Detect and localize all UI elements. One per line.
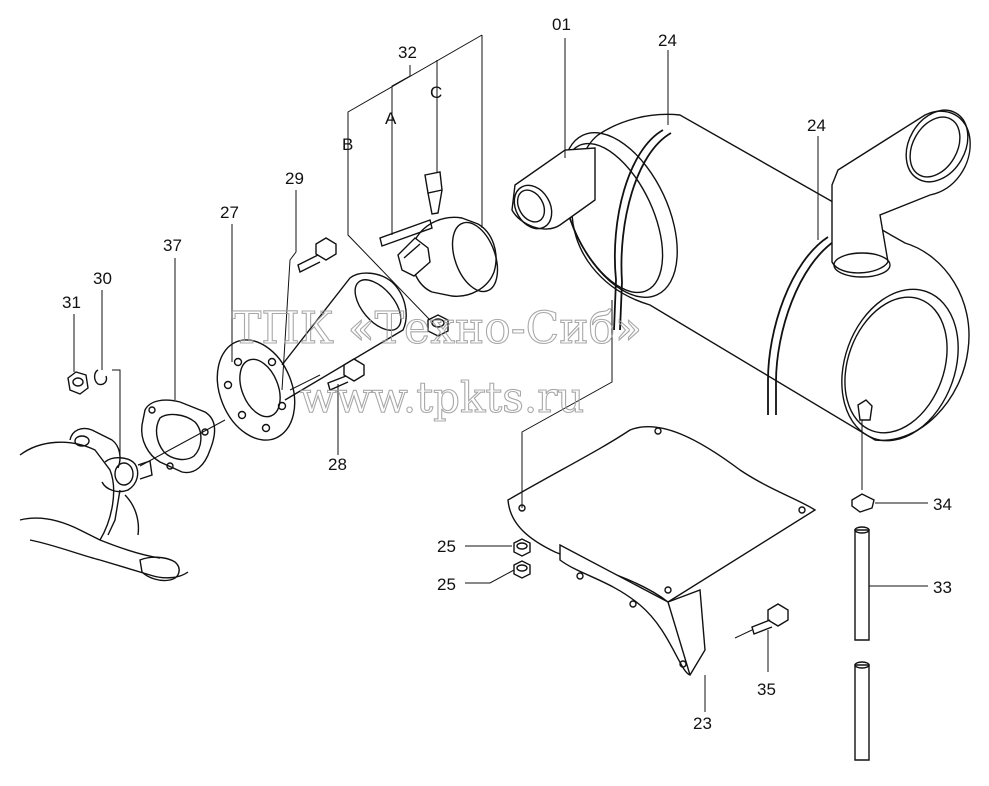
clamp-nut [427,314,449,337]
bolt-28 [327,358,365,391]
nut-25-upper [513,538,531,557]
label-25-upper: 25 [437,537,456,556]
label-33: 33 [933,578,952,597]
nut-31 [67,371,89,395]
label-28: 28 [328,455,347,474]
leader-lines [73,34,928,712]
flange-27 [216,339,296,441]
bolt-35 [751,603,789,635]
label-24-left: 24 [658,31,677,50]
muffler [511,109,971,442]
label-29: 29 [285,169,304,188]
label-37: 37 [163,236,182,255]
label-34: 34 [933,495,952,514]
clamp-32 [379,171,499,297]
bracket-23 [507,426,817,676]
label-B: B [342,135,353,154]
watermark-company: ТПК «Техно-Сиб» [232,303,642,354]
washer-30 [93,369,108,386]
label-C: C [430,83,442,102]
nut-25-lower [513,560,531,579]
turbocharger-outlet [19,427,189,582]
watermark-url: www.tpkts.ru [300,373,584,422]
label-32: 32 [398,43,417,62]
label-01: 01 [552,15,571,34]
label-A: A [385,109,397,128]
label-31: 31 [62,293,81,312]
exhaust-pipe [281,272,407,401]
label-25-lower: 25 [437,575,456,594]
bolt-29 [297,237,337,274]
label-27: 27 [220,203,239,222]
label-24-right: 24 [807,116,826,135]
gasket-37 [141,399,216,474]
label-35: 35 [757,680,776,699]
label-23: 23 [693,714,712,733]
clip-34 [851,493,875,513]
hose-33 [854,526,870,761]
label-30: 30 [93,269,112,288]
